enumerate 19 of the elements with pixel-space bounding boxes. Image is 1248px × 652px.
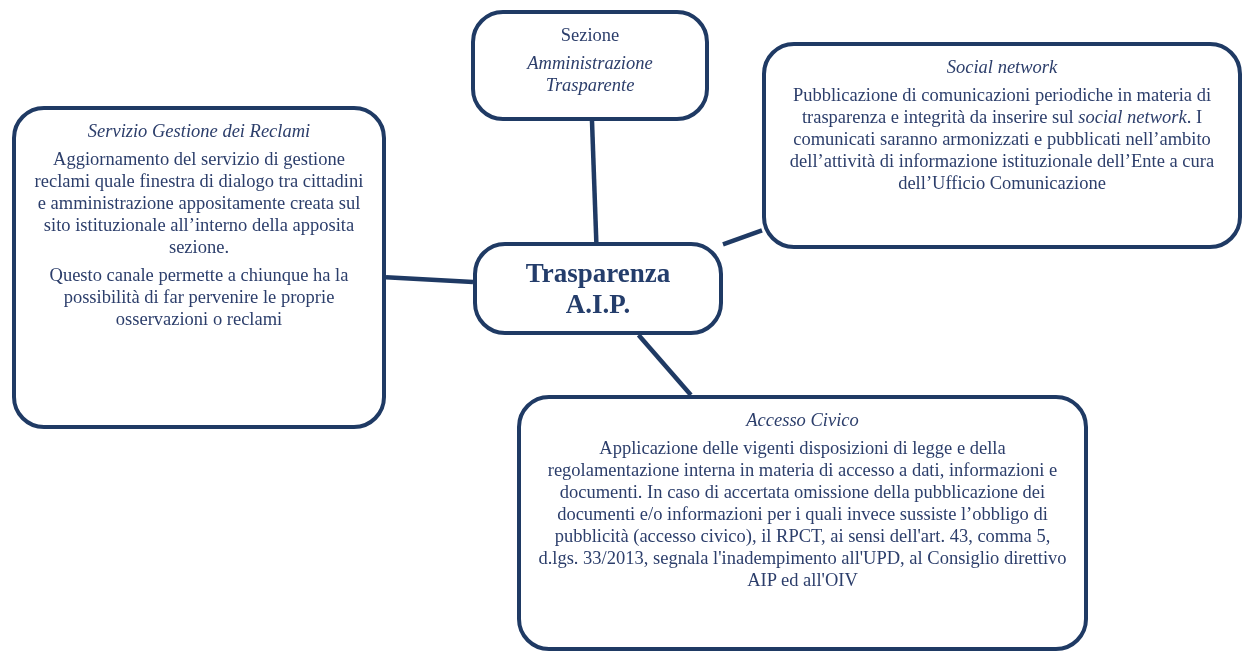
topic-box — [762, 42, 1242, 249]
connector-line — [589, 120, 599, 243]
topic-text: Sezione — [560, 24, 620, 46]
topic-text: Aggiornamento del servizio di gestione reclami quale finestra di dialogo tra cittadini e amministrazione appositamente creata sul sito istituzionale all’interno della apposita sezione. — [33, 148, 365, 258]
topic-text: Questo canale permette a chiunque ha la possibilità di far pervenire le proprie osservazioni o reclami — [48, 264, 350, 330]
connector-line — [636, 333, 693, 397]
topic-title: Trasparenza A.I.P. — [524, 257, 672, 320]
topic-box — [517, 395, 1088, 651]
topic-heading: Accesso Civico — [746, 409, 859, 431]
topic-box — [12, 106, 386, 429]
connector-line — [385, 275, 474, 285]
topic-box — [471, 10, 709, 121]
topic-text: Applicazione delle vigenti disposizioni di legge e della regolamentazione interna in materia di accesso a dati, informazioni e documenti. In caso di accertata omissione della pubblicazione dei documenti e/o informazioni per i quali invece sussiste l’obbligo di pubblicità (accesso civico), il RPCT, ai sensi dell'art. 43, comma 5, d.lgs. 33/2013, segnala l'inadempimento all'UPD, al Consiglio direttivo AIP ed all'OIV — [537, 437, 1068, 591]
topic-heading: Amministrazione Trasparente — [525, 52, 654, 96]
topic-heading: Servizio Gestione dei Reclami — [87, 120, 311, 142]
topic-heading: Social network — [946, 56, 1058, 78]
central-topic-box — [473, 242, 723, 335]
connector-line — [722, 228, 763, 247]
topic-text: Pubblicazione di comunicazioni periodiche in materia di trasparenza e integrità da inserire sul social network. I comunicati saranno armonizzati e pubblicati nell’ambito dell’attività di informazione istituzionale dell’Ente a cura dell’Ufficio Comunicazione — [788, 84, 1216, 194]
